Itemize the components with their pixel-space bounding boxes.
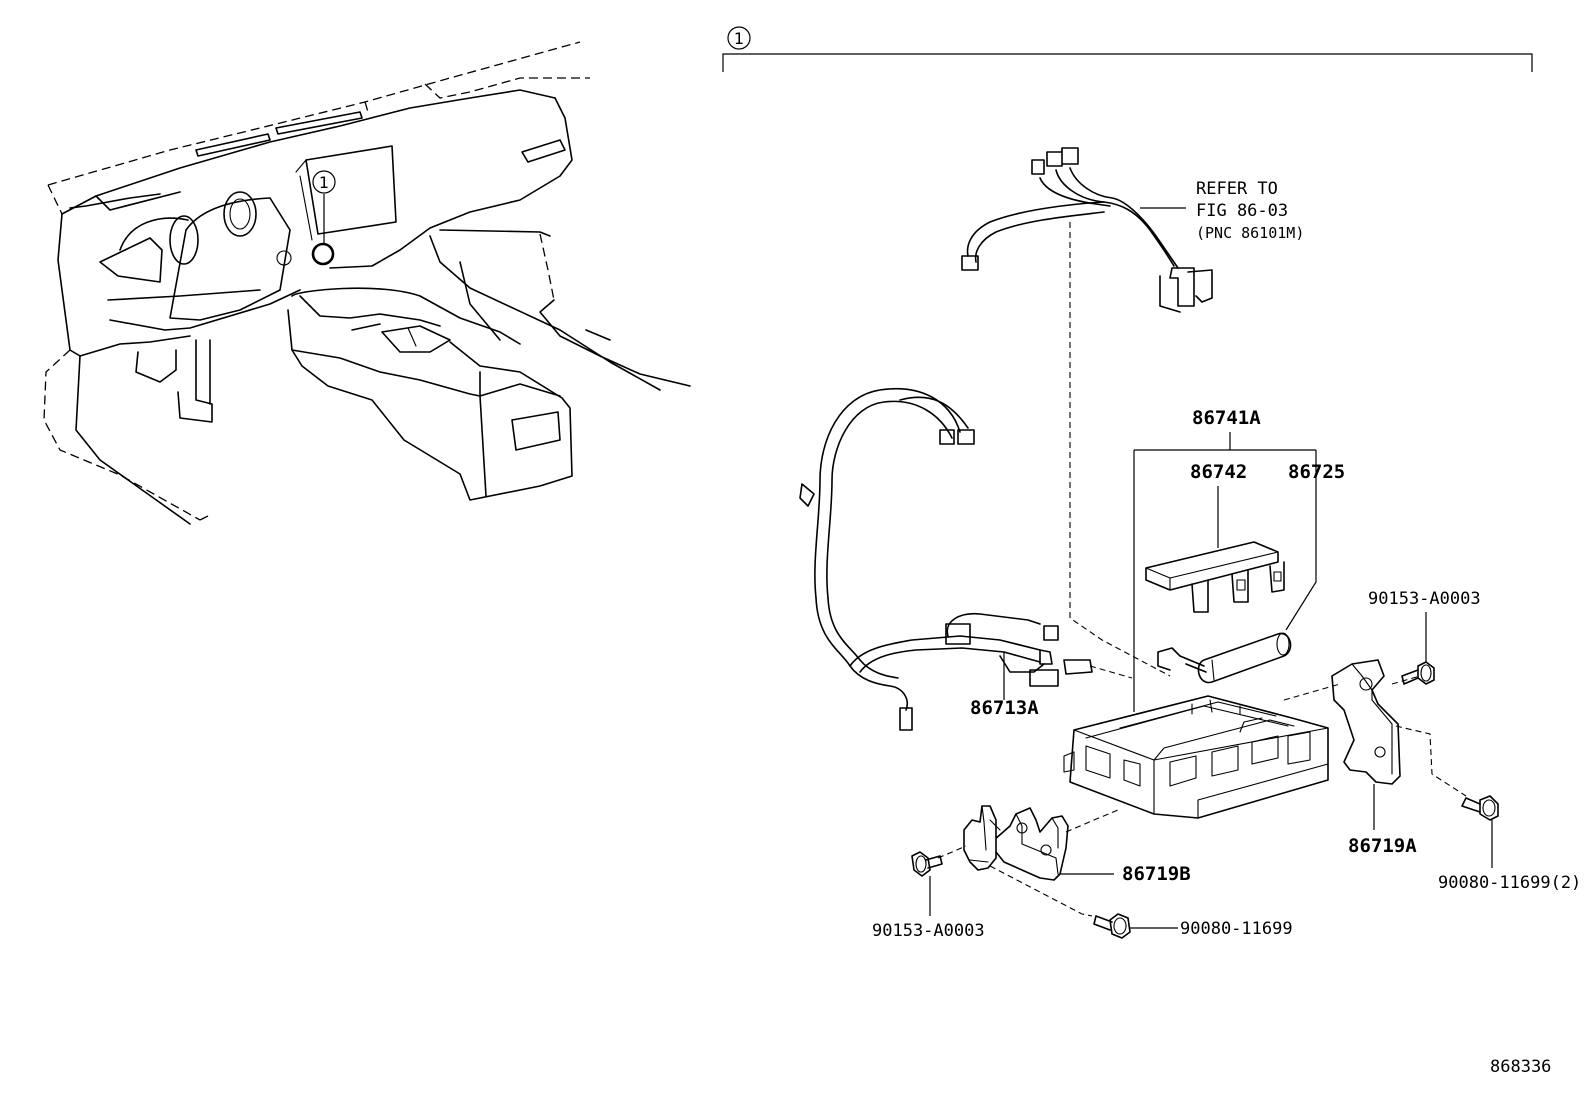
part-86741A-label: 86741A: [1192, 407, 1261, 429]
part-90153-left-label: 90153-A0003: [872, 921, 985, 941]
part-86719A-label: 86719A: [1348, 835, 1417, 857]
group-bracket-line: [722, 53, 1533, 72]
location-marker-circle: [311, 242, 335, 266]
bolt-90153-left: [911, 851, 943, 916]
harness-86713A: [799, 388, 1133, 731]
part-90080-right-label: 90080-11699(2): [1438, 873, 1581, 893]
bolt-90080-right: [1461, 795, 1499, 868]
part-86713A-label: 86713A: [970, 697, 1039, 719]
bolt-90080-bottom: [1093, 913, 1178, 939]
figure-id: 868336: [1490, 1057, 1551, 1077]
bracket-86719B: [937, 805, 1119, 917]
bolt-90153-right: [1401, 612, 1435, 685]
callout-number-left: 1: [319, 173, 329, 192]
refer-line-3: (PNC 86101M): [1196, 224, 1304, 242]
part-86725-label: 86725: [1288, 461, 1345, 483]
callout-number-right: 1: [734, 29, 744, 48]
cover-86742: [1145, 541, 1285, 613]
parts-group: 1 REFER TO FIG 86-03 (PNC 86101M): [722, 26, 1581, 941]
refer-line-1: REFER TO: [1196, 179, 1278, 199]
kit-bracket-leader: [1133, 432, 1316, 712]
part-90080-bottom-label: 90080-11699: [1180, 919, 1293, 939]
reference-harness: [961, 147, 1213, 313]
vehicle-interior-illustration: 1: [43, 41, 691, 525]
part-86742-label: 86742: [1190, 461, 1247, 483]
part-86719B-label: 86719B: [1122, 863, 1191, 885]
battery-86725: [1157, 632, 1292, 684]
callout-circle-left: [312, 170, 336, 194]
bracket-86719A: [1283, 659, 1467, 830]
assembly-guide-line: [1069, 222, 1171, 677]
module-unit: [1063, 695, 1329, 819]
refer-line-2: FIG 86-03: [1196, 201, 1288, 221]
part-90153-right-label: 90153-A0003: [1368, 589, 1481, 609]
callout-circle-right: [727, 26, 751, 50]
